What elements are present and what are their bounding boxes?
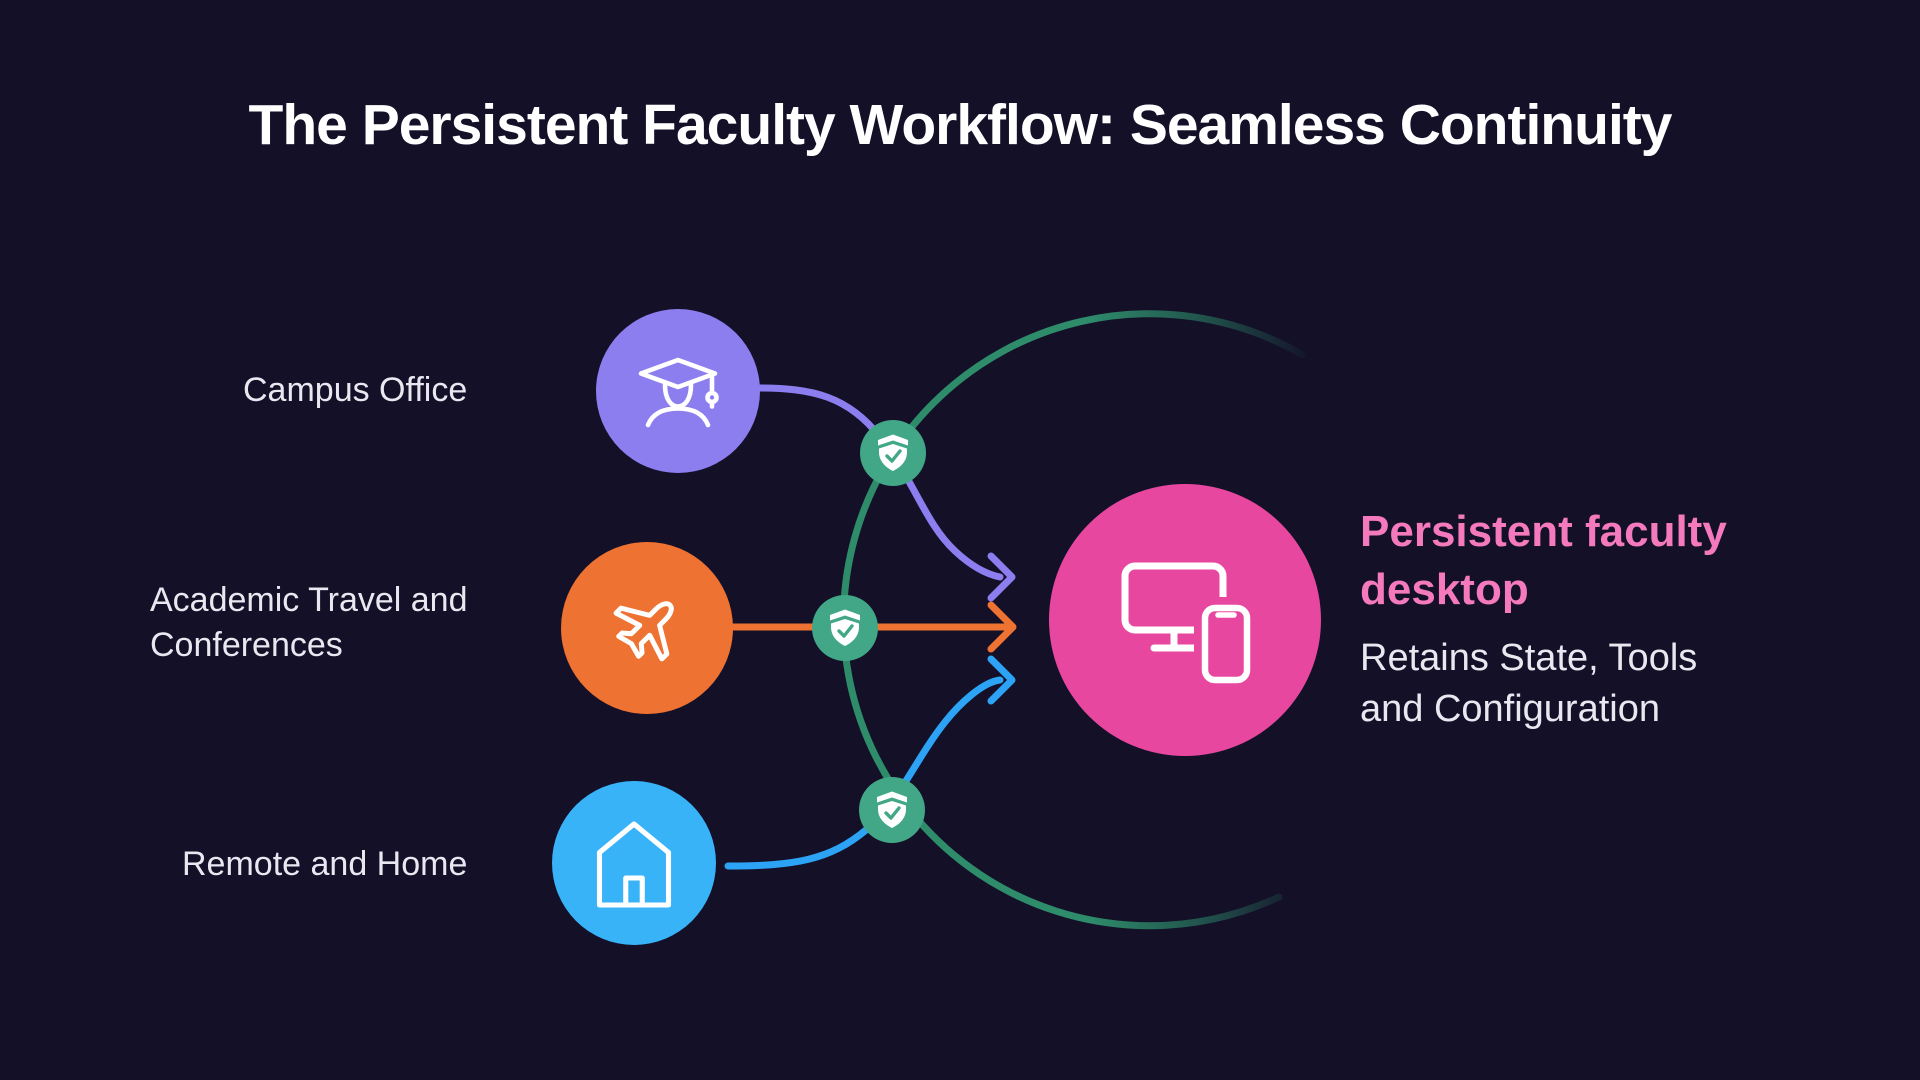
house-icon	[596, 821, 672, 908]
airplane-icon	[613, 601, 674, 662]
desktop-and-phone-icon	[1121, 562, 1258, 691]
node-academic-travel	[561, 542, 733, 714]
shield-check-icon	[812, 595, 878, 661]
node-campus-office	[596, 309, 760, 473]
label-remote-home: Remote and Home	[182, 845, 468, 883]
node-persistent-desktop	[1049, 484, 1321, 756]
label-campus-office: Campus Office	[243, 371, 468, 409]
connector-campus-office	[754, 384, 1016, 602]
shield-check-icon	[859, 777, 925, 843]
arrowhead-icon	[987, 655, 1016, 705]
arrowhead-icon	[987, 552, 1016, 602]
connector-remote-home	[724, 655, 1016, 870]
graduation-cap-icon	[638, 357, 719, 428]
shield-check-icon	[860, 420, 926, 486]
target-heading: Persistent faculty desktop	[1360, 507, 1727, 614]
target-description: Retains State, Tools and Configuration	[1360, 637, 1698, 730]
node-remote-home	[552, 781, 716, 945]
arrowhead-icon	[987, 601, 1017, 653]
page-title: The Persistent Faculty Workflow: Seamles…	[248, 93, 1673, 157]
target-text-block: Persistent faculty desktop Retains State…	[1360, 503, 1790, 735]
label-academic-travel: Academic Travel and Conferences	[150, 581, 468, 664]
